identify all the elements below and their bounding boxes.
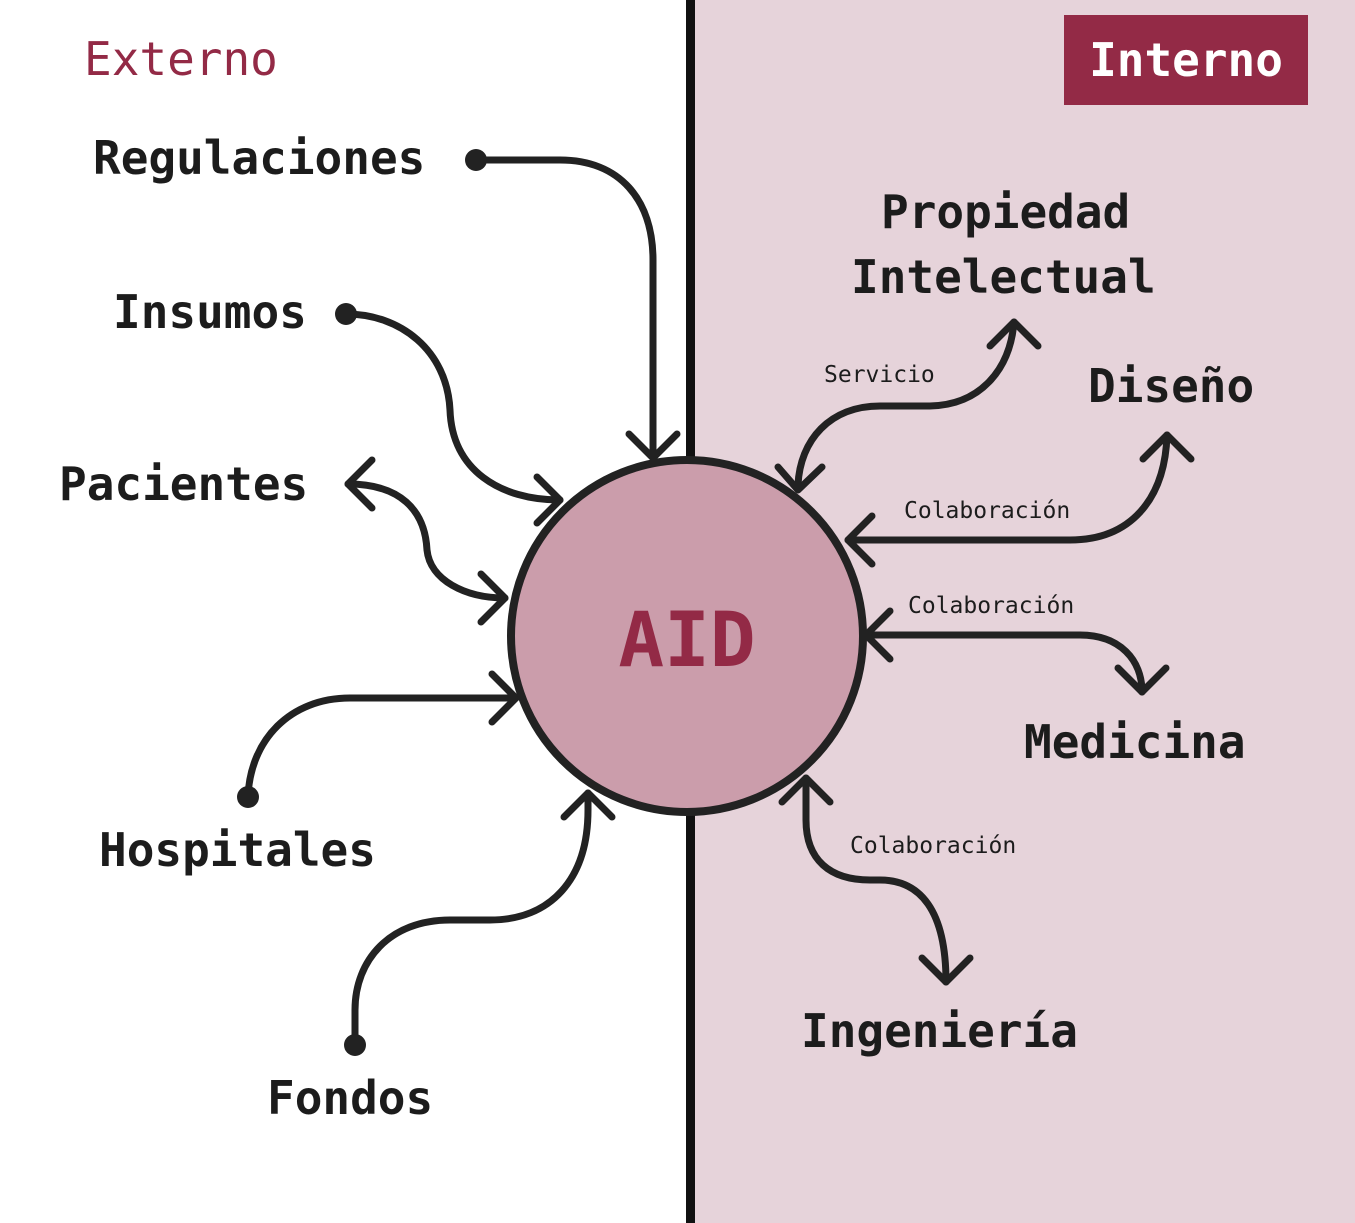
arrowhead-propiedad-out — [986, 318, 1042, 350]
arrowhead-regulaciones — [625, 430, 681, 462]
edge-medicina — [862, 631, 1146, 696]
arrowhead-insumos — [533, 473, 564, 527]
node-propiedad-line2: Intelectual — [851, 250, 1156, 304]
arrowhead-ingenieria-out — [918, 954, 974, 986]
arrowhead-fondos — [560, 789, 616, 821]
node-regulaciones: Regulaciones — [93, 131, 426, 185]
edge-insumos — [342, 310, 564, 504]
node-fondos: Fondos — [267, 1071, 434, 1125]
edge-label-colab-ingenieria: Colaboración — [850, 833, 1017, 859]
external-zone-label: Externo — [84, 32, 278, 86]
dot-fondos — [344, 1034, 366, 1056]
edge-hospitales — [244, 694, 520, 801]
node-propiedad-line1: Propiedad — [881, 185, 1131, 239]
dot-regulaciones — [465, 149, 487, 171]
node-diseno: Diseño — [1088, 359, 1255, 413]
center-node-label: AID — [618, 595, 756, 684]
node-insumos: Insumos — [113, 285, 307, 339]
edge-label-servicio: Servicio — [824, 362, 935, 388]
edge-ingenieria — [802, 774, 950, 986]
arrowhead-diseno-in — [844, 512, 876, 568]
arrowhead-ingenieria-in — [778, 774, 834, 806]
edge-label-colab-diseno: Colaboración — [904, 498, 1071, 524]
node-hospitales: Hospitales — [99, 823, 376, 877]
arrowhead-hospitales — [488, 670, 520, 726]
aid-circle — [507, 456, 867, 816]
internal-zone-label: Interno — [1089, 33, 1283, 87]
arrowhead-diseno-out — [1139, 431, 1195, 463]
arrowhead-propiedad-in — [774, 463, 826, 494]
edge-label-colab-medicina: Colaboración — [908, 593, 1075, 619]
edge-diseno — [844, 431, 1171, 544]
internal-zone-badge: Interno — [1064, 15, 1308, 105]
edge-propiedad — [794, 318, 1018, 489]
edge-pacientes — [344, 480, 509, 602]
node-ingenieria: Ingeniería — [801, 1004, 1078, 1058]
dot-insumos — [335, 303, 357, 325]
edge-fondos — [351, 789, 592, 1049]
node-pacientes: Pacientes — [59, 457, 309, 511]
dot-hospitales — [237, 786, 259, 808]
node-medicina: Medicina — [1024, 715, 1246, 769]
arrowhead-pacientes-in — [477, 570, 509, 626]
arrowhead-medicina-out — [1114, 664, 1170, 696]
edge-regulaciones — [472, 156, 657, 459]
arrowhead-pacientes-out — [344, 456, 376, 512]
